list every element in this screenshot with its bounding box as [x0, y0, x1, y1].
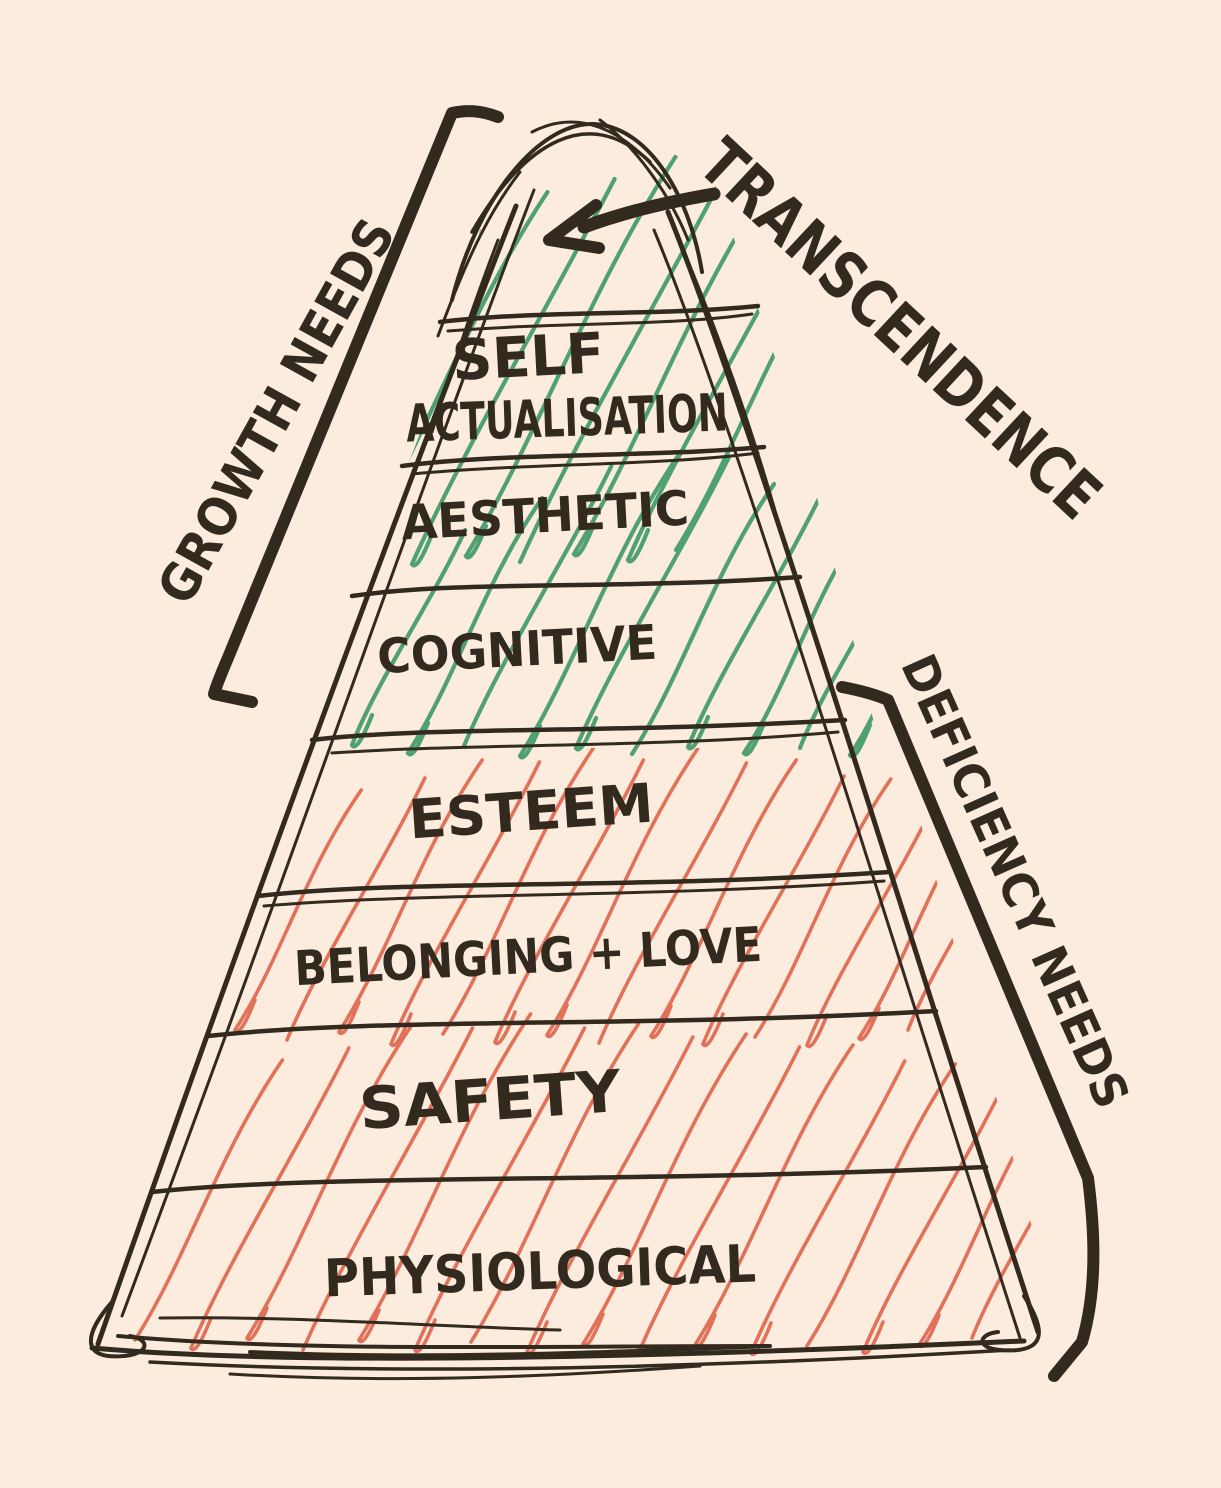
hatch-stroke [285, 776, 427, 1042]
pyramid-right-edge-sketch [652, 228, 1022, 1340]
hatch-stroke [804, 795, 940, 1049]
level-labels: SELF ACTUALISATION AESTHETIC COGNITIVE E… [293, 321, 763, 1309]
hatch-stroke [349, 527, 468, 749]
hatch-stroke [544, 748, 700, 1039]
hatch-stroke [517, 453, 680, 760]
hatch-stroke [517, 169, 728, 565]
hatch-stroke [463, 148, 682, 560]
level-label-self-actualisation-line2: ACTUALISATION [405, 383, 729, 454]
hatch-stroke [847, 562, 888, 759]
hatch-stroke [805, 1062, 958, 1348]
level-divider [399, 444, 767, 469]
hatch-stroke [629, 481, 777, 757]
level-divider [205, 1008, 939, 1039]
pyramid-apex-sketch-3 [436, 170, 522, 338]
growth-needs-bracket [208, 105, 504, 708]
level-divider-sketch [410, 451, 760, 476]
transcendence-arrow [543, 187, 721, 254]
hatch-stroke [388, 760, 542, 1048]
pyramid-base-scribble-4 [228, 1364, 702, 1381]
pyramid-base-scribble-2 [148, 1348, 1012, 1371]
level-divider [255, 869, 893, 899]
level-divider [149, 1164, 989, 1195]
hatch-stroke [524, 1035, 695, 1356]
hatch-stroke [637, 1045, 802, 1354]
deficiency-hatching [133, 748, 1072, 1357]
hatch-stroke [461, 463, 614, 749]
level-divider-sketch [446, 312, 754, 333]
pyramid-left-edge [95, 203, 519, 1347]
pyramid-apex-sketch-2 [530, 120, 672, 190]
arrow-head-icon [543, 199, 605, 254]
pyramid-apex-sketch-4 [598, 118, 690, 242]
level-divider-sketch [262, 879, 886, 908]
hatch-stroke [301, 1026, 475, 1352]
hatch-stroke [648, 758, 799, 1040]
hatch-stroke [580, 1032, 748, 1348]
level-divider [309, 717, 848, 743]
hatch-stroke [700, 774, 846, 1048]
hatch-stroke [597, 761, 749, 1045]
pyramid-right-edge [665, 209, 1041, 1335]
level-label-self-actualisation-line1: SELF [450, 321, 606, 394]
hatch-stroke [685, 489, 825, 751]
arrow-shaft [577, 187, 721, 234]
hatch-stroke [741, 515, 870, 757]
hatch-stroke [469, 1022, 641, 1344]
hatch-stroke [492, 758, 646, 1046]
pyramid-base-scribble-1 [116, 1334, 772, 1358]
hatch-stroke [692, 1043, 855, 1349]
hatch-stroke [753, 777, 893, 1039]
hatch-stroke [133, 1058, 285, 1342]
pyramid-right-edge-retrace [686, 260, 776, 510]
hatch-stroke [244, 1024, 413, 1342]
hatch-stroke [356, 1012, 533, 1344]
deficiency-needs-bracket [836, 681, 1100, 1382]
level-dividers [149, 303, 989, 1195]
hatch-stroke [188, 1046, 351, 1352]
pyramid-left-edge-retrace [430, 238, 500, 434]
pyramid-outline [88, 118, 1041, 1381]
hatch-stroke [232, 788, 364, 1034]
level-divider [437, 303, 761, 325]
hatch-stroke [970, 1104, 1072, 1340]
level-divider-sketch [330, 730, 840, 755]
pyramid-corner-left-loop [88, 1300, 147, 1359]
level-divider [349, 574, 803, 599]
pyramid-corner-right-loop [980, 1294, 1041, 1353]
pyramid-base [89, 1338, 1027, 1361]
pyramid-base-scribble-3 [158, 1316, 562, 1332]
